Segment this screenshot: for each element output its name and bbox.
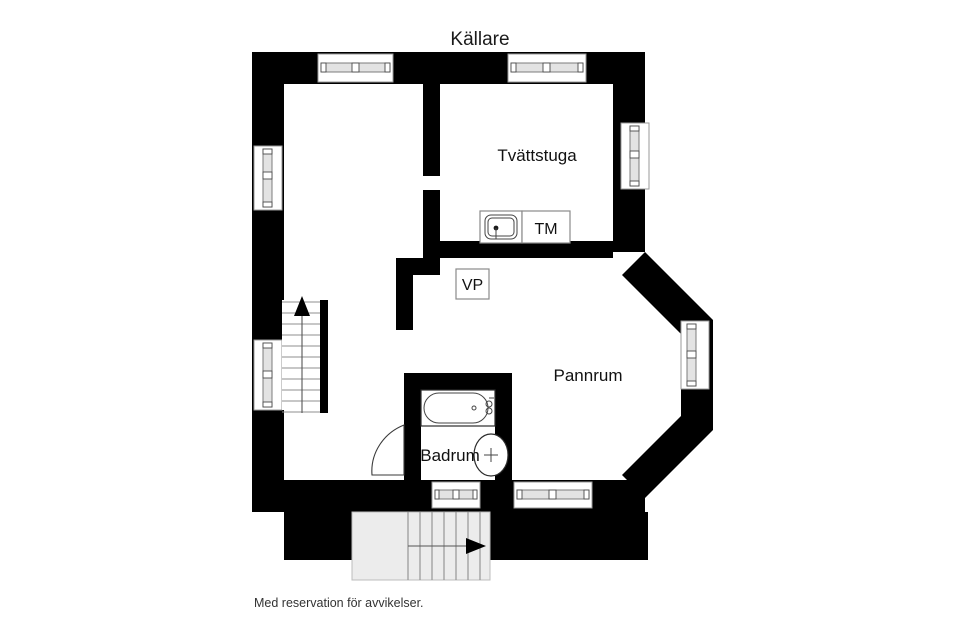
room-label-badrum: Badrum [420,446,480,465]
window-bottom-badrum [431,481,481,509]
wall-hall-vertical [396,258,413,330]
wall-left [252,52,284,512]
page-title: Källare [450,29,509,50]
room-label-pannrum: Pannrum [554,366,623,385]
window-right-angled [680,320,710,390]
wall-partition-upper-stub [423,84,440,176]
window-left-upper [253,145,283,211]
window-bottom-pannrum [513,481,593,509]
window-top-right [507,53,587,83]
washing-machine-symbol: TM [479,210,571,244]
wall-badrum-top [404,373,512,390]
stair-down-arrow [466,538,486,554]
wall-partition-laundry [423,190,440,258]
bathtub-outline [420,389,496,427]
stair-down [351,511,491,581]
stair-up [282,296,328,413]
bathtub-drain [471,405,477,411]
wall-badrum-left [404,373,421,497]
wall-right-chamfer-lower [622,407,713,498]
disclaimer-text: Med reservation för avvikelser. [254,596,424,610]
stair-stringer [320,300,328,413]
room-label-tvattstuga: Tvättstuga [497,146,577,165]
windows-group [253,53,710,509]
stair-up-arrow [294,296,310,316]
door-swing-badrum [371,424,405,476]
bathtub-faucet [485,400,493,408]
interior-walls [396,84,613,497]
wall-bottom-left-jog [284,512,352,560]
heat-pump-symbol: VP [455,268,490,300]
washing-machine-label: TM [534,221,557,238]
badrum-fixtures [371,389,509,477]
heat-pump-label: VP [462,277,483,294]
window-right-upper [620,122,650,190]
wall-laundry-bottom [440,241,613,258]
window-left-lower [253,339,283,411]
window-top-left [317,53,394,83]
